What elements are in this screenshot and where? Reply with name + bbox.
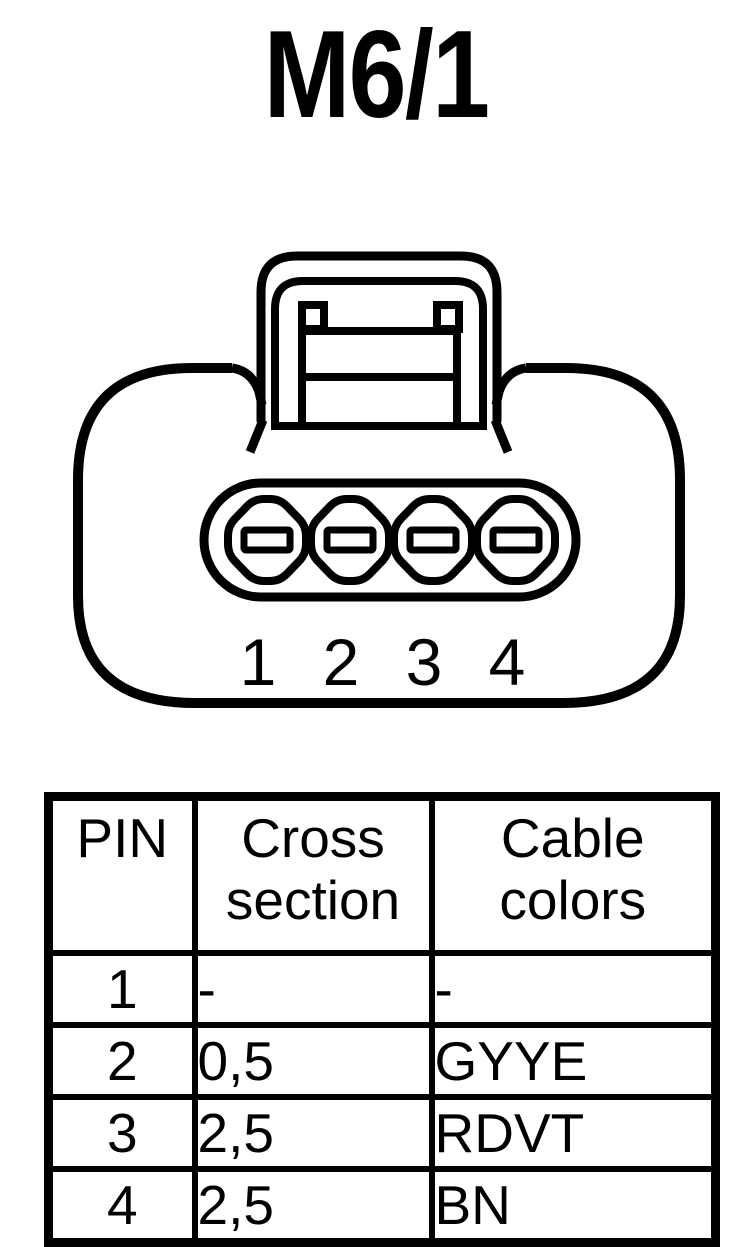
table-row: 4 2,5 BN	[45, 1166, 719, 1246]
pin-cavity: 4	[473, 495, 559, 699]
cell-cable-colors: -	[428, 950, 719, 1028]
pin-cavity-outline	[473, 495, 559, 585]
pin-slot	[240, 526, 294, 554]
pin-table: PIN Cross section Cable colors 1 - - 2 0…	[44, 792, 720, 1247]
cell-cross-section: -	[191, 950, 435, 1028]
pin-cavity: 2	[307, 495, 393, 699]
cell-cross-section: 0,5	[191, 1022, 435, 1100]
pin-slot	[489, 526, 543, 554]
pin-cavity-outline	[390, 495, 476, 585]
table-header-row: PIN Cross section Cable colors	[45, 793, 719, 956]
header-cell-cross-section: Cross section	[191, 793, 435, 956]
pin-number-label: 4	[489, 625, 526, 699]
header-cell-pin: PIN	[45, 793, 198, 956]
latch-tab-inner	[271, 277, 487, 426]
cell-pin: 4	[45, 1166, 198, 1246]
latch-hook-left	[298, 301, 328, 333]
cell-pin: 1	[45, 950, 198, 1028]
pin-cavity-outline	[307, 495, 393, 585]
tab-base-tick-right	[490, 418, 513, 454]
pin-number-label: 3	[406, 625, 443, 699]
pin-cavity-outline	[224, 495, 310, 585]
cell-cable-colors: BN	[428, 1166, 719, 1246]
cell-pin: 3	[45, 1094, 198, 1172]
cell-cable-colors: RDVT	[428, 1094, 719, 1172]
latch-hook-right	[433, 301, 463, 333]
table-row: 3 2,5 RDVT	[45, 1094, 719, 1172]
header-cell-cable-colors: Cable colors	[428, 793, 719, 956]
cell-cable-colors: GYYE	[428, 1022, 719, 1100]
pin-number-label: 2	[323, 625, 360, 699]
pin-cavity: 3	[390, 495, 476, 699]
cell-pin: 2	[45, 1022, 198, 1100]
cell-cross-section: 2,5	[191, 1166, 435, 1246]
page-title: M6/1	[263, 6, 491, 144]
table-row: 1 - -	[45, 950, 719, 1028]
pin-slot	[323, 526, 377, 554]
pin-number-label: 1	[240, 625, 277, 699]
table-row: 2 0,5 GYYE	[45, 1022, 719, 1100]
latch-tab-outer	[256, 251, 502, 422]
pin-slot	[406, 526, 460, 554]
pin-cavity: 1	[224, 495, 310, 699]
pin-cavity-pill	[199, 478, 581, 602]
cell-cross-section: 2,5	[191, 1094, 435, 1172]
tab-base-tick-left	[245, 418, 268, 454]
connector-body-outline	[73, 363, 685, 708]
